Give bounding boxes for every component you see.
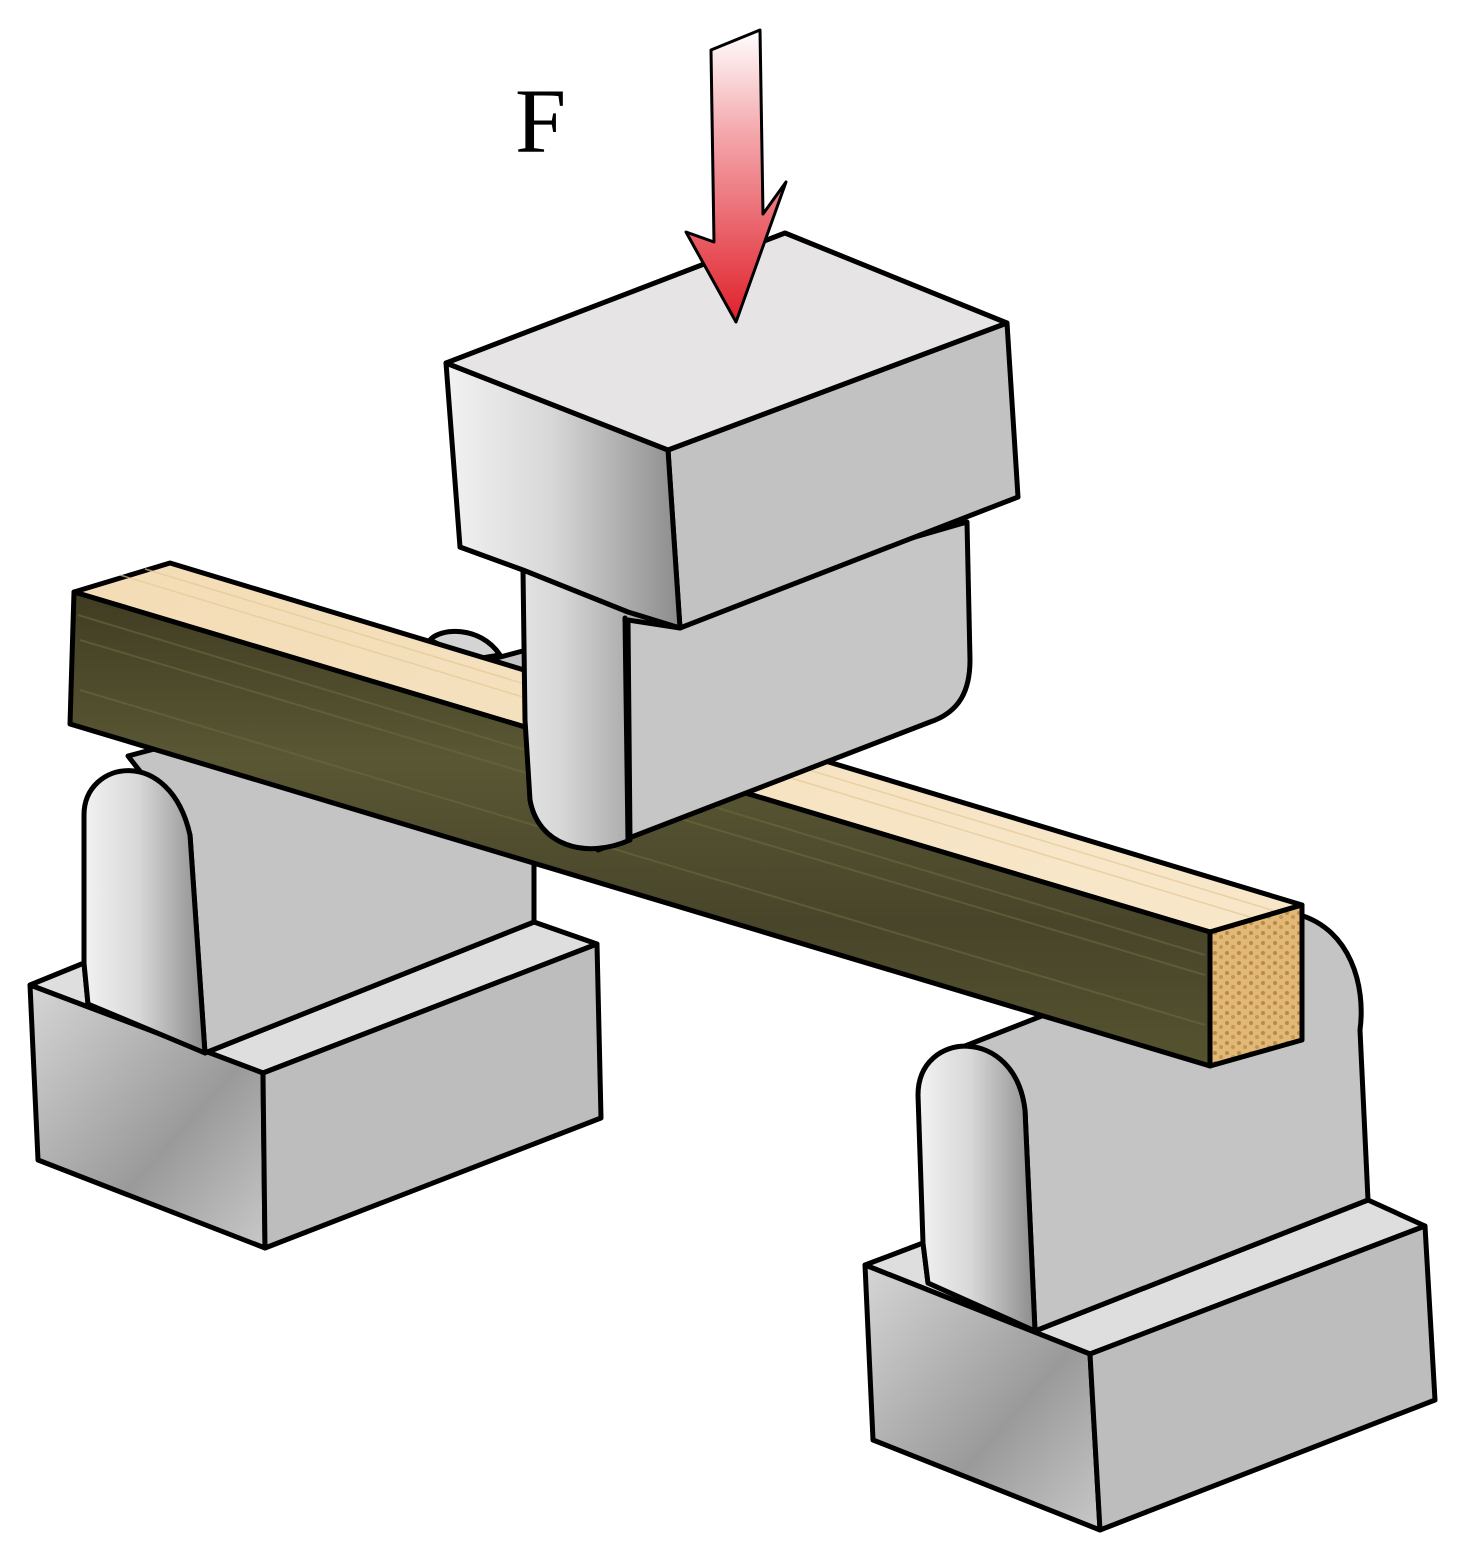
loading-nose	[443, 230, 1021, 853]
force-arrow	[684, 28, 788, 324]
force-label: F	[515, 70, 566, 172]
